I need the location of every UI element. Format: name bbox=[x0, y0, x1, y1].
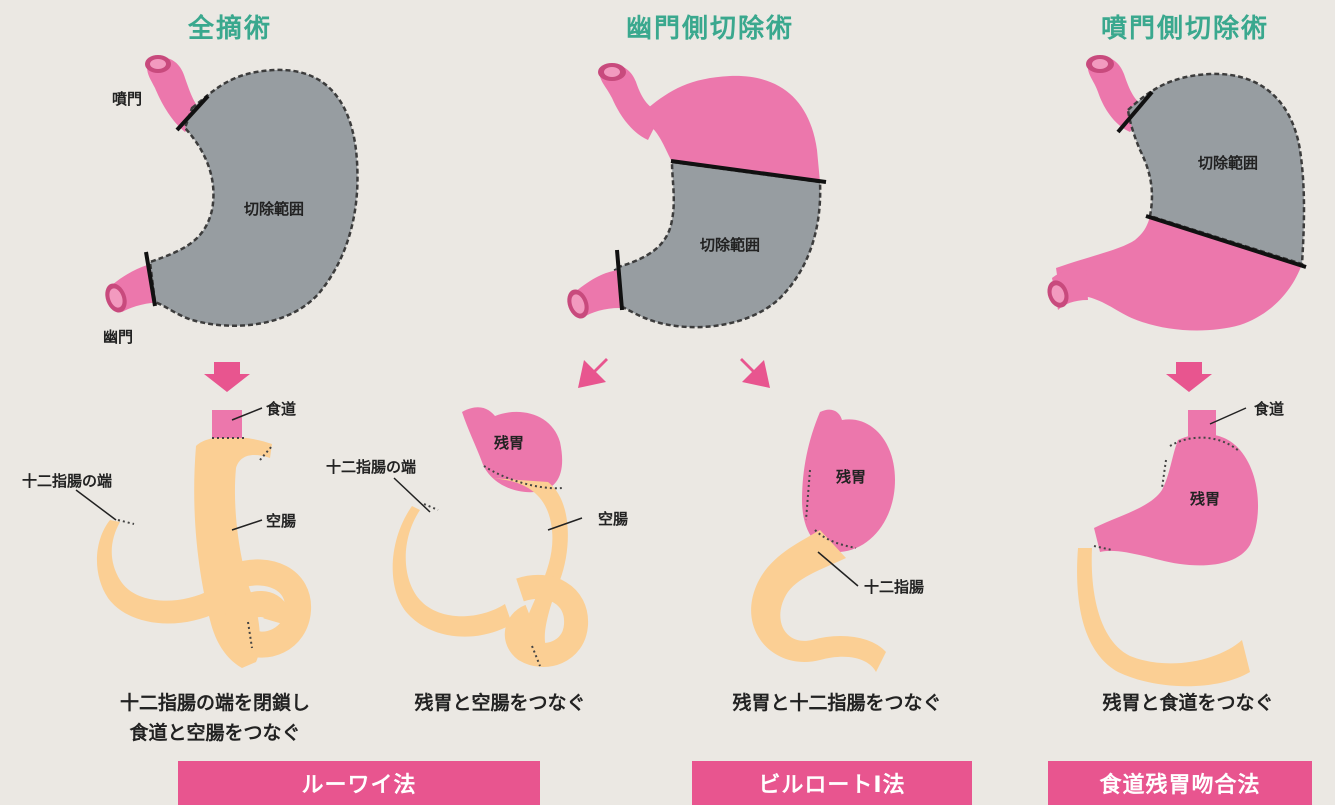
band-roux: ルーワイ法 bbox=[178, 761, 540, 805]
total-stomach bbox=[105, 55, 359, 327]
label-duodenum-end-1: 十二指腸の端 bbox=[22, 472, 113, 490]
label-resection-total: 切除範囲 bbox=[244, 200, 305, 218]
esophago-figure bbox=[1077, 407, 1259, 687]
label-esophagus-1: 食道 bbox=[266, 400, 297, 418]
caption-esophago: 残胃と食道をつなぐ bbox=[1102, 692, 1274, 714]
label-remnant-3: 残胃 bbox=[836, 468, 867, 486]
caption-roux-total-line2: 食道と空腸をつなぐ bbox=[129, 722, 301, 744]
band-esophago: 食道残胃吻合法 bbox=[1048, 761, 1312, 805]
roux-total-figure bbox=[75, 407, 311, 668]
proximal-stomach bbox=[1047, 55, 1307, 331]
label-pylorus: 幽門 bbox=[103, 328, 134, 346]
caption-roux-total-line1: 十二指腸の端を閉鎖し bbox=[119, 692, 310, 714]
label-resection-distal: 切除範囲 bbox=[700, 236, 761, 254]
distal-stomach bbox=[567, 63, 827, 329]
arrow-down-right bbox=[740, 358, 770, 388]
caption-roux-distal: 残胃と空腸をつなぐ bbox=[414, 692, 586, 714]
title-total: 全摘術 bbox=[187, 14, 272, 44]
caption-roux-total: 十二指腸の端を閉鎖し 食道と空腸をつなぐ bbox=[80, 688, 350, 748]
label-esophagus-4: 食道 bbox=[1254, 400, 1285, 418]
arrow-down-left bbox=[578, 358, 608, 388]
title-proximal: 噴門側切除術 bbox=[1100, 14, 1269, 44]
billroth-figure bbox=[751, 409, 895, 672]
arrow-down-3 bbox=[1166, 362, 1212, 392]
title-distal: 幽門側切除術 bbox=[625, 14, 794, 44]
label-jejunum-1: 空腸 bbox=[266, 512, 297, 530]
label-remnant-2: 残胃 bbox=[494, 434, 525, 452]
label-remnant-4: 残胃 bbox=[1190, 490, 1221, 508]
label-jejunum-2: 空腸 bbox=[598, 510, 629, 528]
roux-distal-figure bbox=[392, 407, 588, 667]
label-cardia: 噴門 bbox=[112, 90, 143, 108]
caption-billroth: 残胃と十二指腸をつなぐ bbox=[732, 692, 942, 714]
arrow-down-1 bbox=[204, 362, 250, 392]
label-resection-proximal: 切除範囲 bbox=[1198, 154, 1259, 172]
label-duodenum-end-2: 十二指腸の端 bbox=[326, 458, 417, 476]
band-billroth: ビルロートI法 bbox=[692, 761, 972, 805]
label-duodenum-3: 十二指腸 bbox=[864, 578, 925, 596]
